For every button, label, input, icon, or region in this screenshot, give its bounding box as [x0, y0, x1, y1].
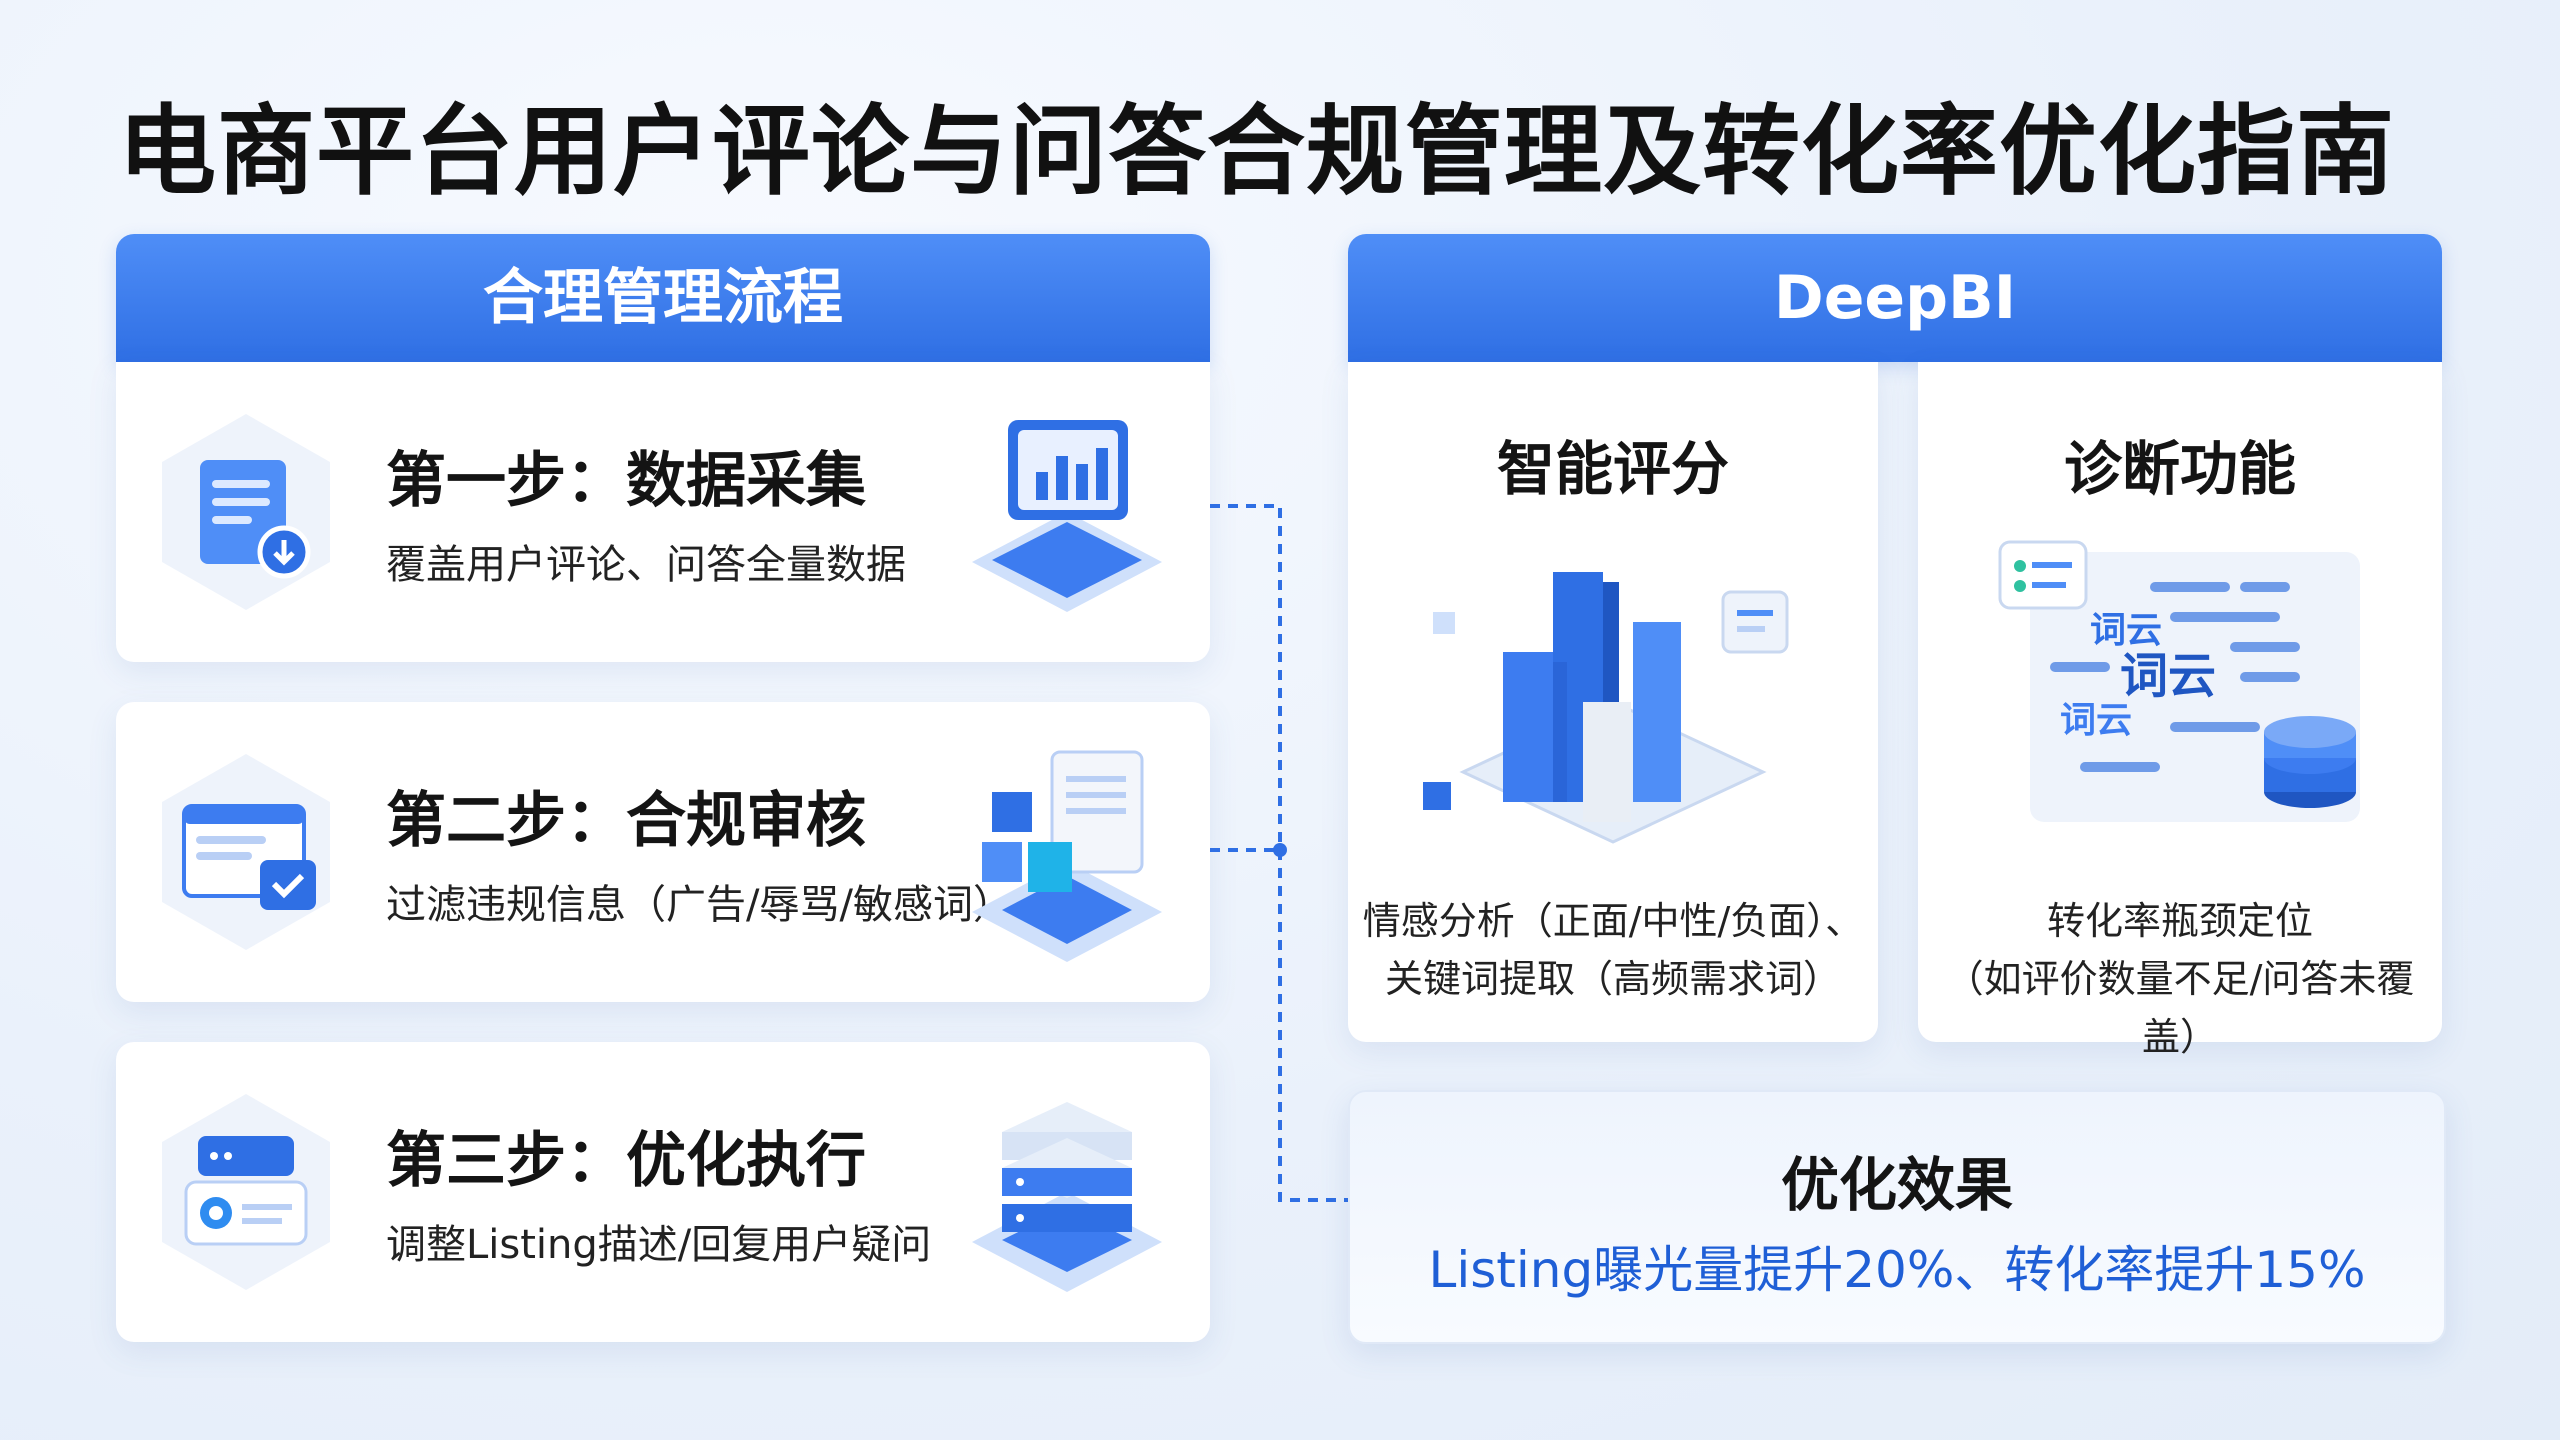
filter-blocks-icon	[972, 750, 1162, 962]
step-card-optimization: 第三步：优化执行 调整Listing描述/回复用户疑问	[116, 1042, 1210, 1342]
feature-card-diagnosis: 诊断功能 词云 词云 词云 转化率瓶颈定位 （如评价数量不足	[1918, 362, 2442, 1059]
step-title: 第二步：合规审核	[386, 786, 866, 856]
word-cloud-database-icon: 词云 词云 词云	[1998, 540, 2360, 822]
feature-desc: 转化率瓶颈定位 （如评价数量不足/问答未覆盖）	[1918, 892, 2442, 1066]
word-cloud-word: 词云	[2120, 648, 2216, 704]
page-title: 电商平台用户评论与问答合规管理及转化率优化指南	[118, 95, 2396, 209]
word-cloud-word: 词云	[2090, 610, 2162, 651]
effect-title: 优化效果	[1780, 1151, 2013, 1219]
dashed-connector	[1210, 504, 1350, 1202]
step-title: 第一步：数据采集	[386, 446, 866, 516]
feature-desc-line: （如评价数量不足/问答未覆盖）	[1945, 957, 2415, 1059]
document-download-icon	[162, 414, 330, 610]
monitor-bar-chart-icon	[972, 420, 1162, 612]
3d-bar-chart-icon	[1423, 572, 1789, 844]
optimization-effect-card: 优化效果 Listing曝光量提升20%、转化率提升15%	[1348, 1090, 2446, 1344]
process-panel-header: 合理管理流程	[116, 234, 1210, 362]
feature-title: 诊断功能	[2063, 435, 2296, 503]
step-desc: 过滤违规信息（广告/辱骂/敏感词）	[386, 882, 1013, 928]
profile-card-icon	[162, 1094, 330, 1290]
step-desc: 覆盖用户评论、问答全量数据	[386, 542, 906, 588]
feature-title: 智能评分	[1496, 435, 1729, 503]
feature-desc-line: 关键词提取（高频需求词）	[1384, 957, 1841, 1001]
word-cloud-word: 词云	[2060, 700, 2132, 741]
step-card-compliance-review: 第二步：合规审核 过滤违规信息（广告/辱骂/敏感词）	[116, 702, 1210, 1002]
step-card-data-collection: 第一步：数据采集 覆盖用户评论、问答全量数据	[116, 362, 1210, 662]
step-desc: 调整Listing描述/回复用户疑问	[386, 1222, 932, 1268]
server-stack-icon	[972, 1102, 1162, 1292]
feature-card-smart-scoring: 智能评分 情感分析（正面/中性/负面）、 关键词提取（高频需求词）	[1348, 362, 1878, 1042]
deepbi-panel-header: DeepBI	[1348, 234, 2442, 362]
step-title: 第三步：优化执行	[386, 1126, 866, 1196]
feature-desc-line: 转化率瓶颈定位	[2046, 899, 2313, 943]
feature-desc-line: 情感分析（正面/中性/负面）、	[1362, 899, 1864, 943]
effect-text: Listing曝光量提升20%、转化率提升15%	[1428, 1241, 2366, 1299]
feature-desc: 情感分析（正面/中性/负面）、 关键词提取（高频需求词）	[1348, 892, 1878, 1008]
browser-check-icon	[162, 754, 330, 950]
